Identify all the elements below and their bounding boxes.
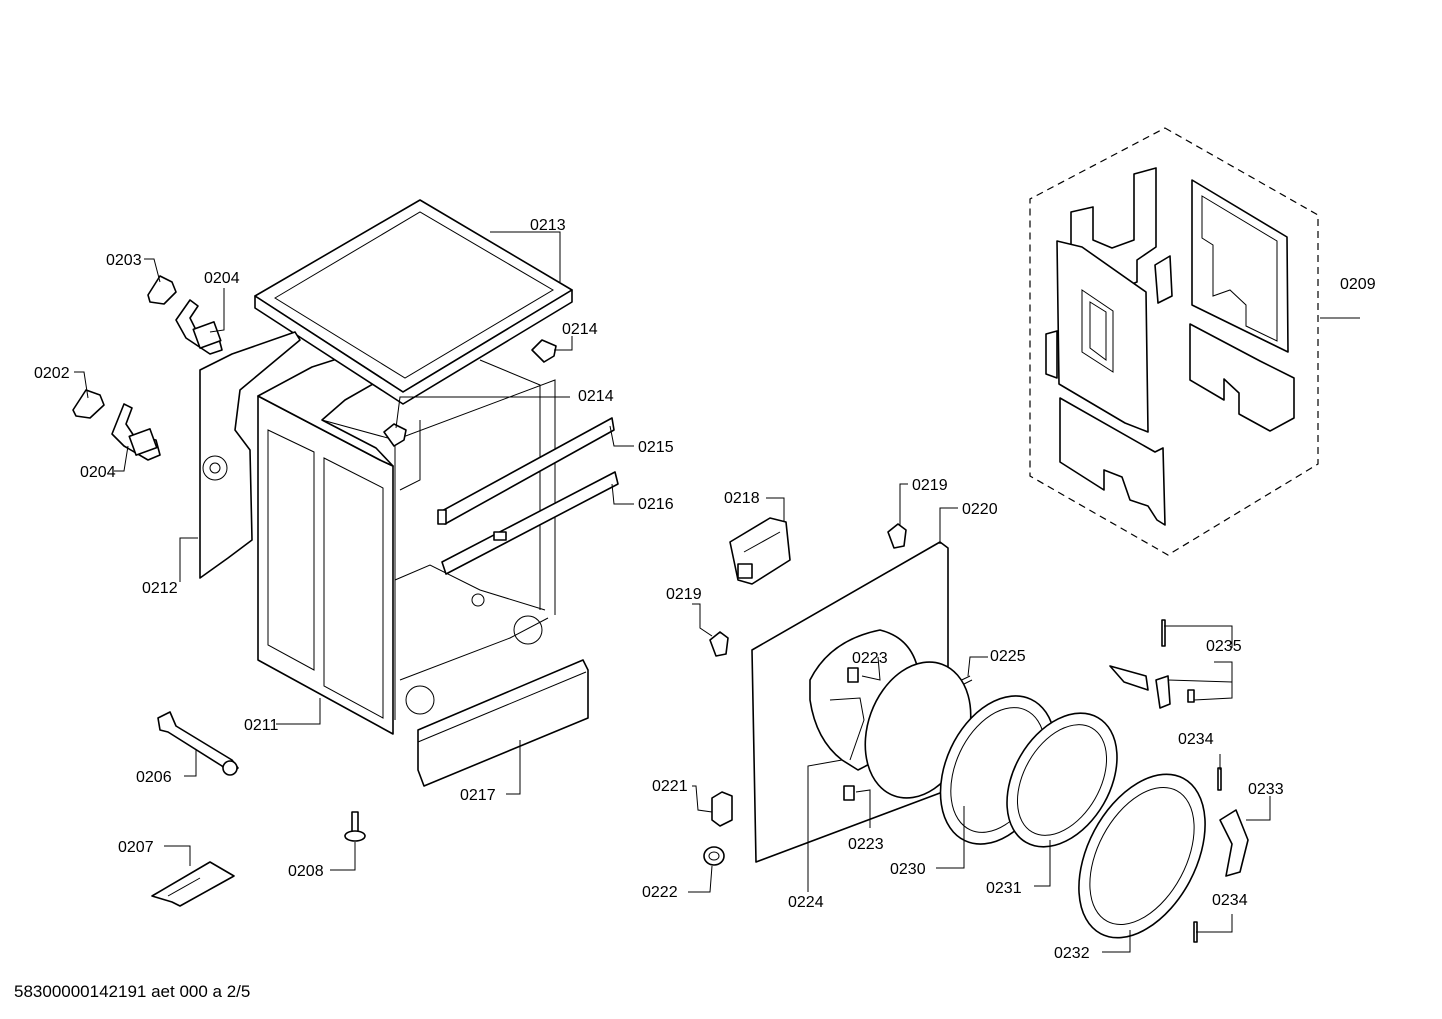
label-0233[interactable]: 0233 [1248, 781, 1284, 798]
insulation-panels-group[interactable] [1029, 127, 1319, 556]
cabinet-housing[interactable] [257, 350, 556, 735]
label-0234a[interactable]: 0234 [1178, 731, 1214, 748]
plinth-panel[interactable] [417, 659, 589, 787]
label-0214b[interactable]: 0214 [578, 388, 614, 405]
label-0230[interactable]: 0230 [890, 861, 926, 878]
label-0204b[interactable]: 0204 [80, 464, 116, 481]
rail-0215[interactable] [437, 417, 615, 525]
label-0204a[interactable]: 0204 [204, 270, 240, 287]
label-0208[interactable]: 0208 [288, 863, 324, 880]
label-0225[interactable]: 0225 [990, 648, 1026, 665]
label-0219a[interactable]: 0219 [912, 477, 948, 494]
label-0209[interactable]: 0209 [1340, 276, 1376, 293]
label-0211[interactable]: 0211 [244, 717, 279, 734]
bracket-0214a[interactable] [531, 339, 557, 363]
worktop-cover[interactable] [254, 199, 573, 405]
latch-0204b[interactable] [111, 403, 161, 461]
pin-0234a[interactable] [1217, 767, 1222, 791]
label-0232[interactable]: 0232 [1054, 945, 1090, 962]
latch-0204a[interactable] [175, 299, 223, 355]
label-0223b[interactable]: 0223 [848, 836, 884, 853]
label-0216[interactable]: 0216 [638, 496, 674, 513]
handle-0233[interactable] [1219, 809, 1249, 877]
wrench-tool[interactable] [157, 711, 239, 776]
label-0207[interactable]: 0207 [118, 839, 154, 856]
mounting-bracket-0207[interactable] [151, 861, 235, 907]
label-0221[interactable]: 0221 [652, 778, 688, 795]
bracket-0214b[interactable] [383, 423, 407, 447]
label-0235[interactable]: 0235 [1206, 638, 1242, 655]
clip-0202[interactable] [72, 389, 105, 419]
label-0206[interactable]: 0206 [136, 769, 172, 786]
label-0231[interactable]: 0231 [986, 880, 1022, 897]
part-0221[interactable] [711, 791, 733, 827]
clip-0219b[interactable] [709, 631, 729, 657]
label-0234b[interactable]: 0234 [1212, 892, 1248, 909]
rail-0216[interactable] [441, 471, 619, 575]
label-0223a[interactable]: 0223 [852, 650, 888, 667]
document-code: 58300000142191 aet 000 a 2/5 [14, 982, 251, 1001]
label-0213[interactable]: 0213 [530, 217, 566, 234]
side-panel[interactable] [199, 331, 301, 579]
label-0219b[interactable]: 0219 [666, 586, 702, 603]
clip-0203[interactable] [147, 275, 177, 305]
label-0212[interactable]: 0212 [142, 580, 178, 597]
label-0214a[interactable]: 0214 [562, 321, 598, 338]
hinge-parts-0235[interactable] [1109, 619, 1195, 709]
label-0220[interactable]: 0220 [962, 501, 998, 518]
label-0217[interactable]: 0217 [460, 787, 496, 804]
label-0215[interactable]: 0215 [638, 439, 674, 456]
label-0224[interactable]: 0224 [788, 894, 824, 911]
clip-0219a[interactable] [887, 523, 907, 549]
label-0202[interactable]: 0202 [34, 365, 70, 382]
door-lock-0218[interactable] [729, 517, 791, 585]
screw-0208[interactable] [344, 811, 366, 842]
label-0218[interactable]: 0218 [724, 490, 760, 507]
door-glass-0231[interactable] [984, 694, 1139, 867]
label-0203[interactable]: 0203 [106, 252, 142, 269]
callout-labels: 0203 0204 0202 0204 0213 0214 0214 0215 … [34, 217, 1376, 962]
label-0222[interactable]: 0222 [642, 884, 678, 901]
door-frame-0232[interactable] [1053, 753, 1231, 959]
leader-lines [74, 231, 1360, 953]
part-0222[interactable] [703, 846, 725, 866]
